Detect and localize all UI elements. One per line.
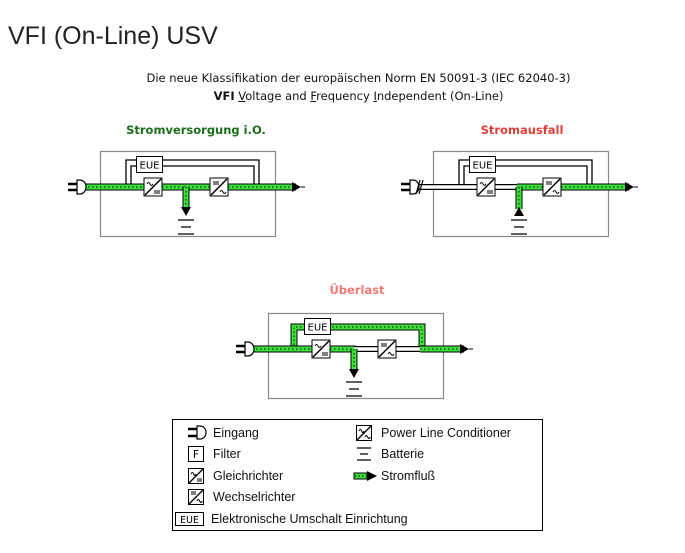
i-rest: ndependent (On-Line): [376, 89, 504, 103]
diagram-normal: EUE: [68, 150, 305, 238]
filter-icon: F: [188, 446, 204, 462]
subtitle-line-1: Die neue Klassifikation der europäischen…: [146, 71, 571, 85]
break-icon: [415, 179, 424, 195]
diagram-label-normal: Stromversorgung i.O.: [126, 123, 266, 137]
eue-icon: EUE: [175, 512, 204, 526]
legend-label: Power Line Conditioner: [381, 426, 511, 440]
bypass-line: [125, 159, 260, 187]
svg-text:EUE: EUE: [180, 515, 199, 526]
battery-icon: [511, 219, 527, 235]
diagram-overload: EUE: [236, 312, 473, 400]
eue-label: EUE: [473, 161, 493, 172]
current-flow-icon: [353, 471, 377, 481]
legend-label: Gleichrichter: [213, 469, 284, 483]
output-arrow: [460, 344, 469, 354]
plug-icon: [401, 182, 410, 192]
legend-label: Eingang: [213, 426, 259, 440]
legend-item-plc: Power Line Conditioner: [353, 423, 511, 443]
legend-item-gleichrichter: Gleichrichter: [185, 466, 283, 486]
legend-label: Wechselrichter: [213, 490, 296, 504]
bypass-line: [458, 159, 593, 187]
legend-label: Filter: [213, 447, 241, 461]
inverter-icon: [188, 489, 204, 505]
discharge-arrow: [514, 207, 524, 216]
legend-item-eue: EUE Elektronische Umschalt Einrichtung: [175, 509, 408, 529]
f-letter: F: [310, 89, 317, 103]
diagram-failure: EUE: [401, 150, 638, 238]
output-arrow: [292, 182, 301, 192]
v-letter: V: [238, 89, 246, 103]
diagram-label-overload: Überlast: [329, 283, 385, 297]
eue-label: EUE: [308, 323, 328, 334]
subtitle: Die neue Klassifikation der europäischen…: [0, 69, 685, 105]
plug-icon: [68, 182, 77, 192]
legend-label: Stromfluß: [381, 469, 436, 483]
battery-icon: [346, 381, 362, 397]
eue-label: EUE: [140, 161, 160, 172]
battery-icon: [178, 219, 194, 235]
legend-label: Elektronische Umschalt Einrichtung: [211, 512, 408, 526]
v-rest: oltage and: [245, 89, 311, 103]
eue-box: [304, 318, 331, 335]
legend-item-batterie: Batterie: [353, 444, 424, 464]
plug-icon: [236, 344, 245, 354]
eue-box: [469, 156, 496, 173]
battery-icon: [357, 447, 371, 461]
svg-text:F: F: [193, 448, 199, 461]
subtitle-line-2: VFI Voltage and Frequency Independent (O…: [32, 87, 685, 105]
charge-arrow: [181, 207, 191, 216]
charge-arrow: [349, 369, 359, 378]
eue-box: [136, 156, 163, 173]
vfi-abbr: VFI: [213, 89, 235, 103]
legend-item-filter: F Filter: [185, 444, 241, 464]
plug-icon: [188, 425, 207, 440]
rectifier-icon: [188, 468, 204, 484]
legend-item-stromfluss: Stromfluß: [353, 466, 435, 486]
diagram-label-failure: Stromausfall: [480, 123, 564, 137]
legend-item-eingang: Eingang: [185, 423, 259, 443]
legend-label: Batterie: [381, 447, 425, 461]
output-arrow: [625, 182, 634, 192]
legend: Eingang F Filter Gleichrichter Wechselri…: [172, 419, 543, 531]
i-letter: I: [373, 89, 377, 103]
page-title: VFI (On-Line) USV: [8, 22, 218, 50]
legend-item-wechselrichter: Wechselrichter: [185, 487, 295, 507]
power-line-conditioner-icon: [356, 425, 372, 441]
f-rest: requency: [316, 89, 374, 103]
